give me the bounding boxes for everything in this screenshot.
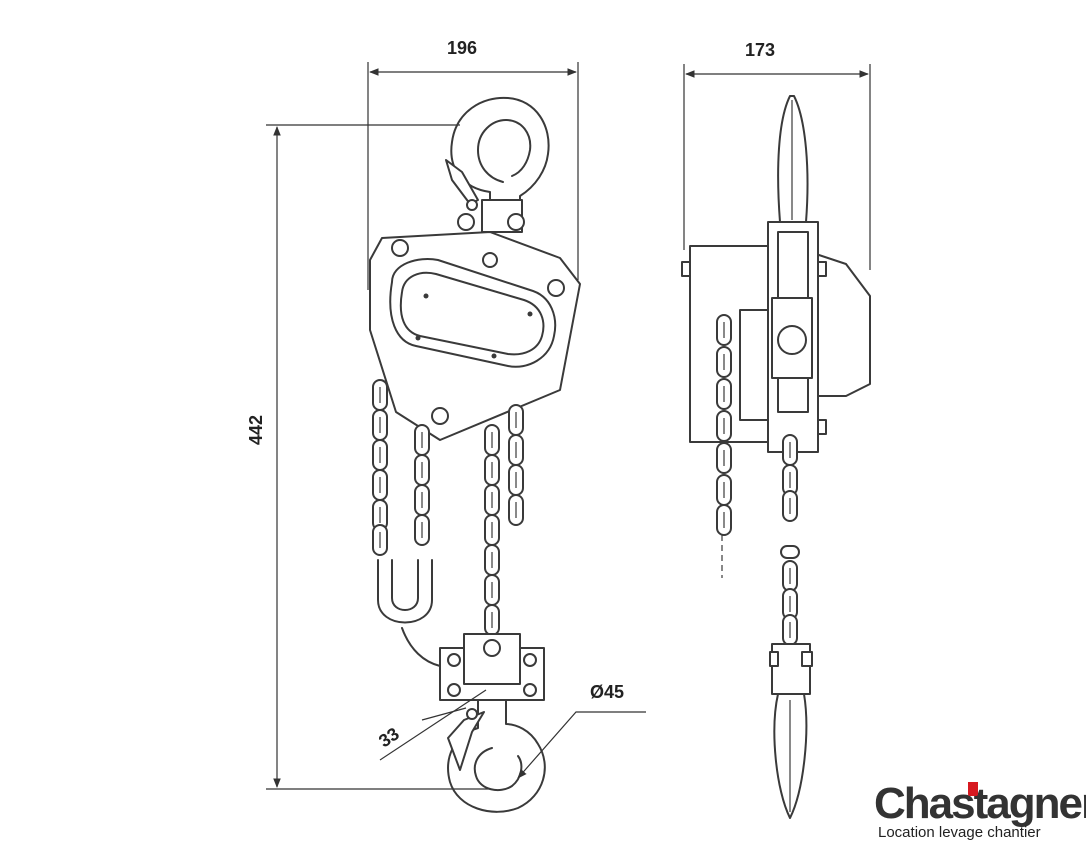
dimension-depth: 173	[683, 40, 871, 270]
dimension-hook-diameter: Ø45	[517, 682, 646, 779]
bottom-block-side	[769, 643, 813, 695]
side-view: 173	[681, 40, 871, 819]
bottom-block	[439, 633, 545, 701]
load-chain-side	[780, 434, 800, 646]
hand-chain	[372, 379, 433, 624]
dimension-label-173: 173	[745, 40, 775, 60]
dimension-label-diameter: Ø45	[590, 682, 624, 702]
brand-tagline: Location levage chantier	[878, 824, 1041, 841]
brand-name: Chastagner	[874, 779, 1086, 828]
hand-chain-side	[716, 314, 732, 578]
dimension-label-196: 196	[447, 38, 477, 58]
brand-accent-mark	[968, 782, 978, 796]
top-hook-side	[777, 95, 809, 223]
load-chain	[401, 404, 524, 667]
front-view: 196 442	[246, 38, 646, 813]
brand-logo: Chastagner Location levage chantier	[874, 782, 1086, 846]
hoist-body-side	[681, 221, 871, 453]
bottom-hook	[447, 699, 546, 813]
bottom-hook-side	[773, 693, 808, 819]
hoist-body	[369, 231, 581, 441]
dimension-width: 196	[367, 38, 579, 290]
dimension-label-442: 442	[246, 415, 266, 445]
top-hook	[445, 96, 550, 233]
